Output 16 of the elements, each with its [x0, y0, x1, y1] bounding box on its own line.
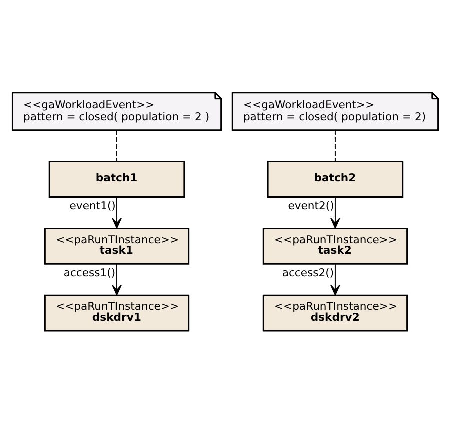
- edge-label: access2(): [282, 266, 334, 279]
- node-box: batch1: [48, 160, 186, 198]
- arrow: [112, 264, 122, 296]
- connector: [116, 130, 118, 162]
- edge-label: access1(): [64, 266, 116, 279]
- arrow: [112, 196, 122, 228]
- arrow: [330, 264, 340, 296]
- node-box: <<paRunTInstance>> dskdrv2: [262, 294, 408, 332]
- edge-label: event2(): [288, 199, 334, 212]
- arrow: [330, 196, 340, 228]
- node-box: <<paRunTInstance>> task1: [44, 228, 190, 264]
- node-box: batch2: [267, 160, 404, 198]
- node-box: <<paRunTInstance>> dskdrv1: [44, 294, 190, 332]
- edge-label: event1(): [70, 199, 116, 212]
- connector: [334, 130, 336, 162]
- node-box: <<paRunTInstance>> task2: [262, 228, 408, 264]
